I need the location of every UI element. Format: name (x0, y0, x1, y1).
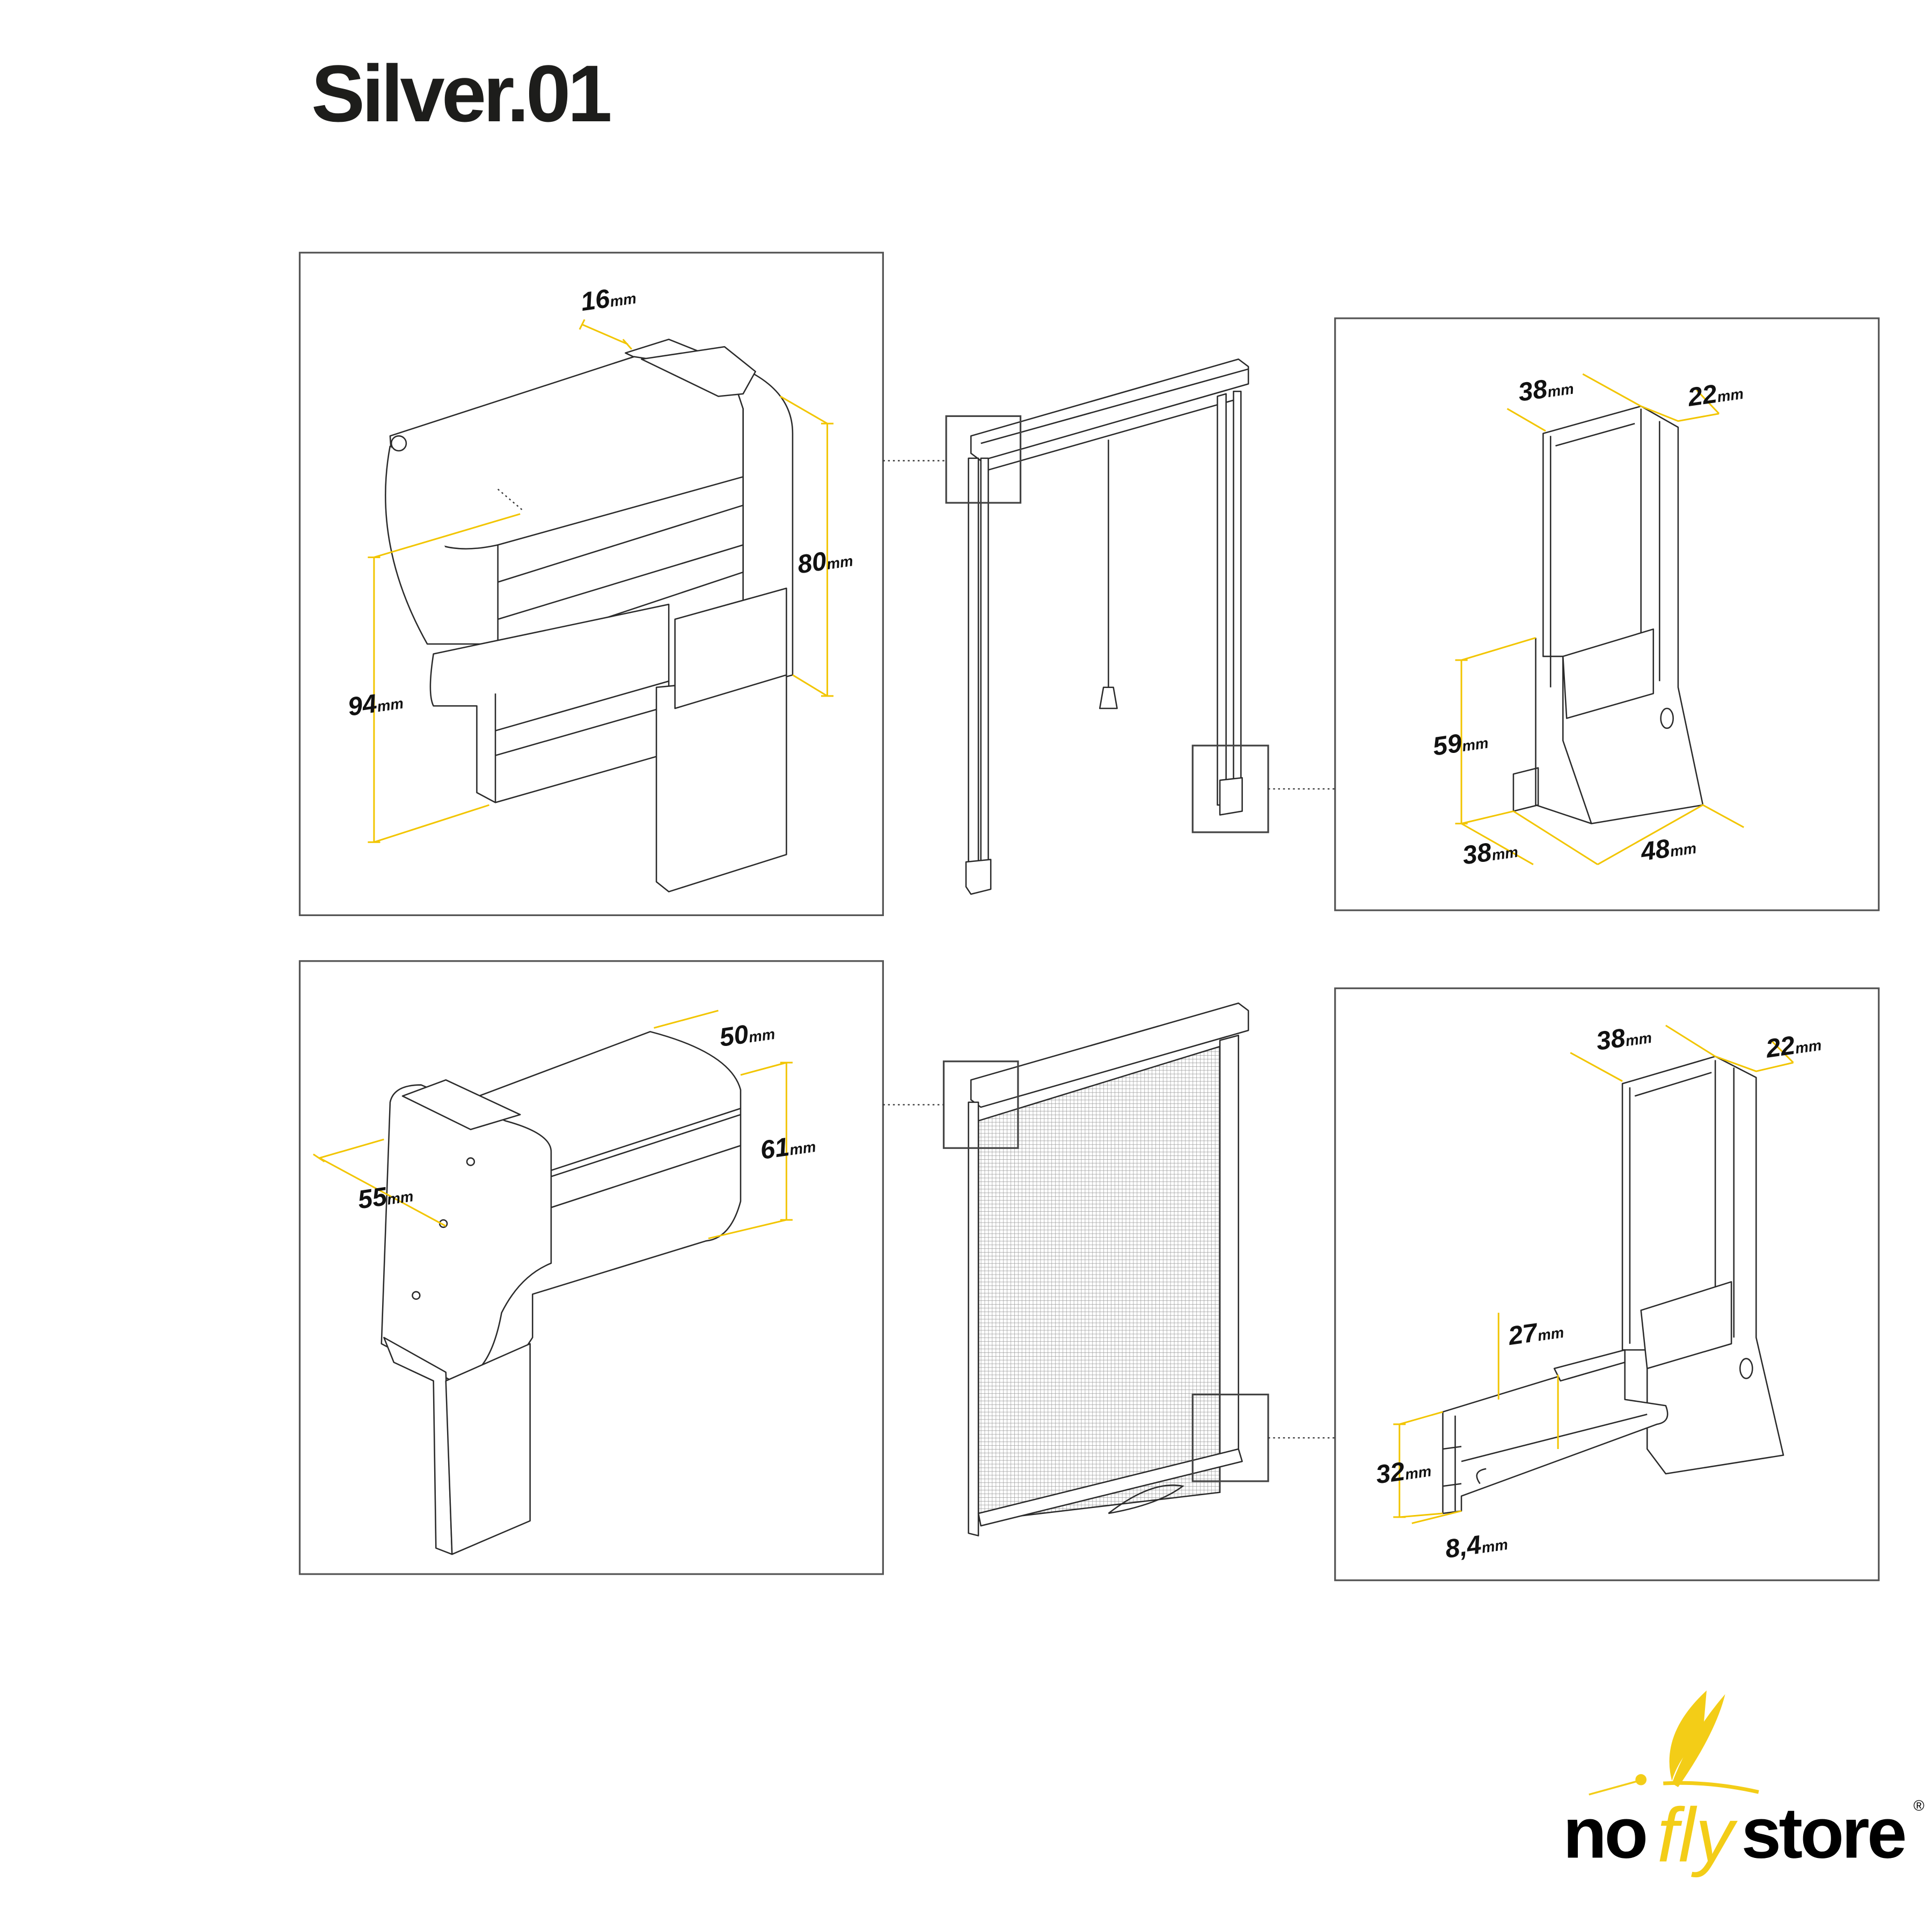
dim-label-27mm: 27mm (1506, 1314, 1565, 1351)
logo-text-fly: fly (1657, 1792, 1738, 1878)
screen-overview-top (883, 358, 1335, 895)
dim-label-32mm: 32mm (1374, 1453, 1433, 1490)
dim-label-94mm: 94mm (346, 685, 405, 722)
dimension-lines-p4 (1393, 1024, 1794, 1524)
dim-label-48mm: 48mm (1638, 830, 1698, 867)
dim-label-8-4mm: 8,4mm (1443, 1526, 1509, 1564)
dimension-lines-p1 (368, 319, 834, 843)
logo-registered: ® (1913, 1797, 1924, 1814)
dim-label-16mm: 16mm (579, 280, 638, 317)
dim-label-80mm: 80mm (795, 543, 854, 580)
dim-label-38mm: 38mm (1517, 371, 1576, 407)
dim-label-59mm: 59mm (1431, 725, 1490, 762)
dimension-lines-p2 (1455, 373, 1744, 866)
dim-label-38mm-rail: 38mm (1594, 1020, 1653, 1056)
screen-overview-bottom (883, 1002, 1335, 1536)
noflystore-logo: no fly store ® (1563, 1690, 1924, 1878)
dim-label-22mm: 22mm (1686, 376, 1745, 412)
logo-wing-icon (1669, 1690, 1707, 1781)
dim-label-50mm: 50mm (718, 1016, 777, 1052)
panel-bottom-rail (1334, 987, 1880, 1582)
bottom-corner-drawing (1512, 405, 1704, 824)
cassette-section-drawing (385, 339, 794, 892)
dim-label-61mm: 61mm (758, 1129, 817, 1165)
cassette-endcap-drawing (380, 1031, 742, 1555)
dim-label-38mm-bottom: 38mm (1461, 834, 1520, 870)
dim-label-55mm: 55mm (356, 1178, 415, 1214)
page-title: Silver.01 (311, 48, 612, 138)
zoom-box-top-corner (945, 415, 1022, 504)
dim-label-22mm-rail: 22mm (1763, 1027, 1823, 1064)
mesh-screen (977, 1045, 1221, 1522)
logo-text-no: no (1563, 1794, 1645, 1874)
dimension-lines-p3 (313, 1009, 793, 1240)
logo-text-store: store (1741, 1794, 1905, 1874)
